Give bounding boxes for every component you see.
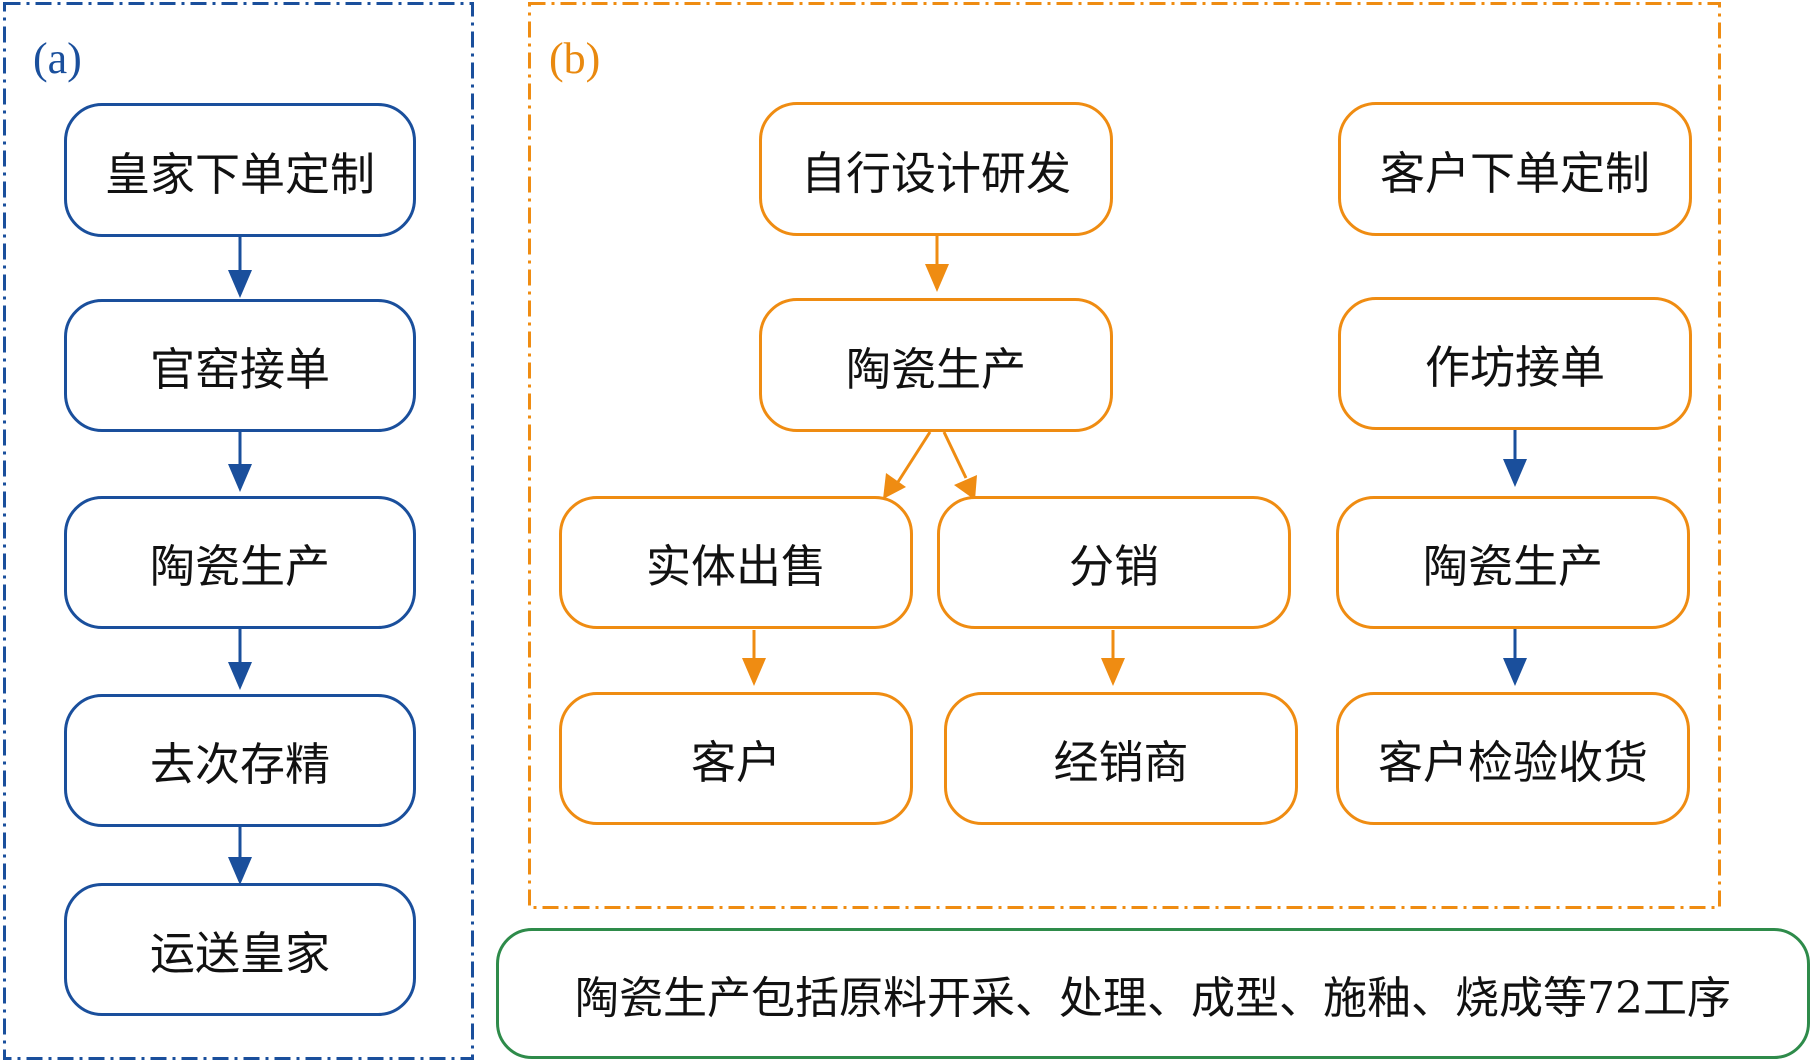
panel-a-label: (a) xyxy=(33,34,82,83)
node-deliver-imperial: 运送皇家 xyxy=(64,883,416,1016)
node-customer-inspection: 客户检验收货 xyxy=(1336,692,1690,825)
node-b-ceramic-production: 陶瓷生产 xyxy=(759,298,1113,432)
node-physical-retail: 实体出售 xyxy=(559,496,913,629)
panel-a-border xyxy=(3,2,474,1060)
panel-b-label: (b) xyxy=(549,34,601,83)
arrow-b-production-retail xyxy=(896,431,932,483)
arrow-b-production-distribution xyxy=(942,431,968,479)
node-customer-order: 客户下单定制 xyxy=(1338,102,1692,236)
panel-a-imperial-kiln: (a) xyxy=(3,2,474,1060)
node-workshop-accept: 作坊接单 xyxy=(1338,297,1692,430)
node-b2-ceramic-production: 陶瓷生产 xyxy=(1336,496,1690,629)
process-note: 陶瓷生产包括原料开采、处理、成型、施釉、烧成等72工序 xyxy=(496,928,1810,1059)
node-distribution: 分销 xyxy=(937,496,1291,629)
node-a-ceramic-production: 陶瓷生产 xyxy=(64,496,416,629)
panel-b-border xyxy=(528,2,1721,909)
node-customer: 客户 xyxy=(559,692,913,825)
node-quality-selection: 去次存精 xyxy=(64,694,416,827)
node-imperial-order: 皇家下单定制 xyxy=(64,103,416,237)
node-dealer: 经销商 xyxy=(944,692,1298,825)
node-official-kiln-accept: 官窑接单 xyxy=(64,299,416,432)
node-self-design: 自行设计研发 xyxy=(759,102,1113,236)
panel-b-private-kiln: (b) xyxy=(528,2,1721,909)
